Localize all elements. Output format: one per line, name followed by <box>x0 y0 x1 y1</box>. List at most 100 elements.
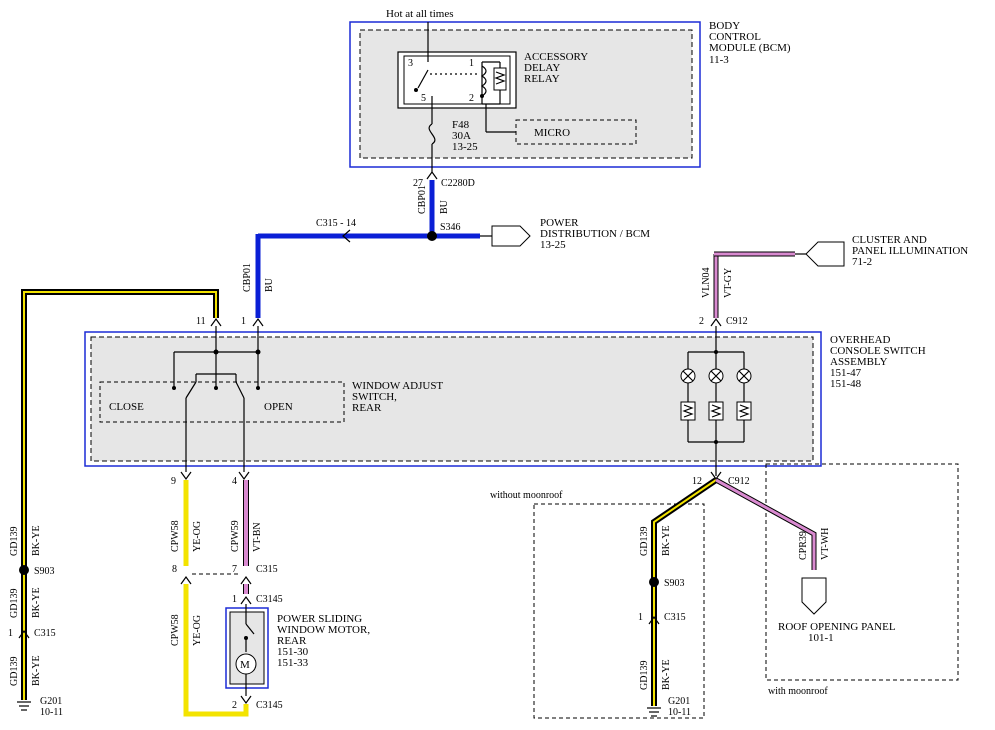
svg-text:C315: C315 <box>256 564 278 575</box>
svg-text:PANEL ILLUMINATION: PANEL ILLUMINATION <box>852 245 968 257</box>
window-switch-box <box>99 381 345 423</box>
svg-text:2: 2 <box>232 700 237 711</box>
relay-label: ACCESSORY DELAY RELAY <box>524 51 588 85</box>
connector-c315-mid: 1 C315 <box>638 612 686 625</box>
connector-c3145-top: 1 C3145 <box>232 594 283 605</box>
svg-text:G201: G201 <box>668 696 690 707</box>
roof-panel-label: ROOF OPENING PANEL 101-1 <box>778 621 896 644</box>
without-moonroof-box <box>533 503 705 719</box>
svg-text:1: 1 <box>241 316 246 327</box>
svg-text:ACCESSORY: ACCESSORY <box>524 51 588 63</box>
roof-panel-connector <box>801 577 827 615</box>
g201-mid-label: G201 10-11 <box>668 696 691 718</box>
c315-14-label: C315 - 14 <box>316 218 356 229</box>
svg-text:C3145: C3145 <box>256 594 283 605</box>
wire-label-cpw59: CPW59 <box>230 520 241 552</box>
g201-left-label: G201 10-11 <box>40 696 63 718</box>
wire-color-gd139-l2: BK-YE <box>31 587 42 618</box>
wire-label-vln04: VLN04 <box>701 267 712 298</box>
svg-text:30A: 30A <box>452 130 471 142</box>
connector-pin-9: 9 <box>171 471 192 487</box>
svg-text:1: 1 <box>8 628 13 639</box>
wire-label-cpw58-top: CPW58 <box>170 520 181 552</box>
wire-label-gd139-l3: GD139 <box>9 657 20 686</box>
svg-text:G201: G201 <box>40 696 62 707</box>
svg-text:8: 8 <box>172 564 177 575</box>
svg-text:101-1: 101-1 <box>808 632 834 644</box>
svg-text:POWER SLIDING: POWER SLIDING <box>277 613 362 625</box>
cluster-label: CLUSTER AND PANEL ILLUMINATION 71-2 <box>852 234 968 268</box>
svg-text:11: 11 <box>196 316 206 327</box>
wire-cpw58 <box>183 480 249 717</box>
motor-symbol: M <box>235 604 257 696</box>
with-moonroof-box <box>765 463 959 681</box>
accessory-delay-relay: 3 1 5 2 <box>397 22 517 133</box>
svg-text:1: 1 <box>232 594 237 605</box>
wire-label-gd139-l1: GD139 <box>9 527 20 556</box>
hot-at-all-times-label: Hot at all times <box>386 8 454 20</box>
s903-mid-label: S903 <box>664 578 685 589</box>
with-moonroof-label: with moonroof <box>768 686 828 697</box>
splice-s903-left <box>19 565 29 575</box>
wire-gd139-left <box>21 289 219 700</box>
splice-s346 <box>427 231 437 241</box>
fuse-label: F48 30A 13-25 <box>452 119 478 153</box>
svg-text:F48: F48 <box>452 119 470 131</box>
wire-color-cpw58-top: YE-OG <box>192 521 203 552</box>
svg-text:C912: C912 <box>726 316 748 327</box>
micro-box <box>515 119 637 145</box>
wire-color-vln04: VT-GY <box>723 268 734 298</box>
ground-g201-mid <box>647 707 661 717</box>
svg-text:71-2: 71-2 <box>852 256 872 268</box>
svg-text:ASSEMBLY: ASSEMBLY <box>830 356 888 368</box>
connector-c2280d: 27 C2280D <box>413 170 475 189</box>
svg-text:151-48: 151-48 <box>830 378 862 390</box>
svg-text:27: 27 <box>413 178 423 189</box>
svg-text:OVERHEAD: OVERHEAD <box>830 334 891 346</box>
wire-cpr39 <box>714 477 817 570</box>
without-moonroof-label: without moonroof <box>490 490 563 501</box>
wire-color-gd139-l1: BK-YE <box>31 525 42 556</box>
bcm-label: BODY CONTROL MODULE (BCM) 11-3 <box>709 20 791 66</box>
svg-text:2: 2 <box>699 316 704 327</box>
svg-text:10-11: 10-11 <box>40 707 63 718</box>
svg-text:CLUSTER AND: CLUSTER AND <box>852 234 927 246</box>
svg-text:C315: C315 <box>664 612 686 623</box>
close-label: CLOSE <box>109 401 144 413</box>
svg-text:CONTROL: CONTROL <box>709 31 761 43</box>
svg-text:10-11: 10-11 <box>668 707 691 718</box>
connector-c912-bottom: 12 C912 <box>692 471 750 487</box>
svg-text:C912: C912 <box>728 476 750 487</box>
connector-pin-1: 1 <box>241 316 264 327</box>
window-adjust-switch <box>172 326 261 472</box>
svg-text:13-25: 13-25 <box>452 141 478 153</box>
overhead-module-body <box>90 336 814 462</box>
wire-label-cpw58-bot: CPW58 <box>170 614 181 646</box>
svg-text:2: 2 <box>469 93 474 104</box>
svg-text:C315: C315 <box>34 628 56 639</box>
wire-label-cpr39: CPR39 <box>798 531 809 560</box>
svg-text:151-33: 151-33 <box>277 657 309 669</box>
open-label: OPEN <box>264 401 293 413</box>
wire-label-gd139-m2: GD139 <box>639 661 650 690</box>
svg-text:12: 12 <box>692 476 702 487</box>
cluster-connector <box>805 241 845 267</box>
wire-color-gd139-l3: BK-YE <box>31 655 42 686</box>
svg-text:7: 7 <box>232 564 237 575</box>
svg-text:ROOF OPENING PANEL: ROOF OPENING PANEL <box>778 621 896 633</box>
svg-text:5: 5 <box>421 93 426 104</box>
wire-label-cbp01-v: CBP01 <box>417 185 428 214</box>
overhead-label: OVERHEAD CONSOLE SWITCH ASSEMBLY 151-47 … <box>830 334 926 390</box>
motor-label: POWER SLIDING WINDOW MOTOR, REAR 151-30 … <box>277 613 370 669</box>
arrow-c315-14 <box>342 229 351 243</box>
micro-label: MICRO <box>534 127 570 139</box>
svg-text:WINDOW MOTOR,: WINDOW MOTOR, <box>277 624 370 636</box>
connector-c315-pins: 8 7 C315 <box>172 564 278 585</box>
svg-text:9: 9 <box>171 476 176 487</box>
motor-module-border <box>225 607 269 689</box>
connector-c3145-bottom: 2 C3145 <box>232 695 283 711</box>
wire-color-cpr39: VT-WH <box>820 528 831 560</box>
wire-color-cpw58-bot: YE-OG <box>192 615 203 646</box>
power-distribution-label: POWER DISTRIBUTION / BCM 13-25 <box>540 217 650 251</box>
svg-text:DELAY: DELAY <box>524 62 560 74</box>
